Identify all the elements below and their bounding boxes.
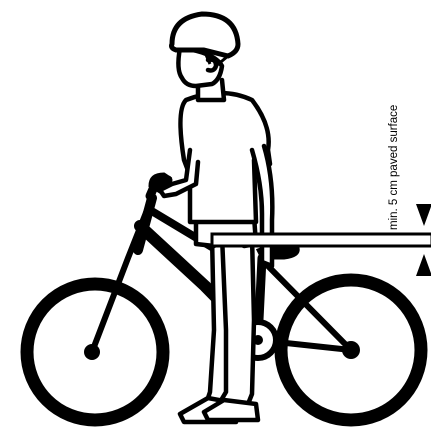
paved-surface-note: min. 5 cm paved surface: [386, 60, 402, 230]
